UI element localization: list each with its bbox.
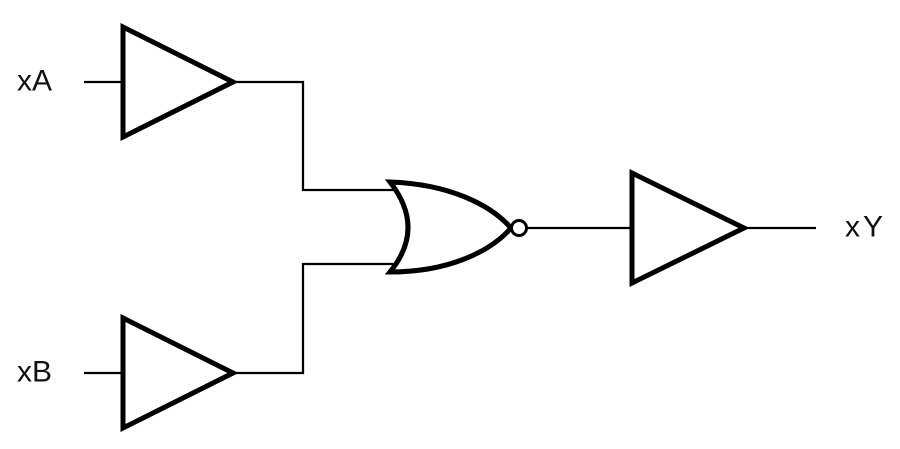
- wire-buffer-a-to-nor: [233, 80, 393, 192]
- buffer-gate-output: [629, 168, 750, 288]
- buffer-gate-b: [120, 313, 239, 433]
- nor-gate-body: [384, 179, 515, 275]
- nor-inversion-bubble: [510, 219, 528, 237]
- input-label-xa: xA: [17, 64, 53, 98]
- wire-buffer-b-to-nor: [233, 262, 393, 375]
- input-label-xb: xB: [17, 355, 53, 389]
- schematic-strokes: [84, 22, 816, 433]
- output-label-xy: xY: [845, 210, 887, 244]
- buffer-gate-a: [120, 22, 239, 142]
